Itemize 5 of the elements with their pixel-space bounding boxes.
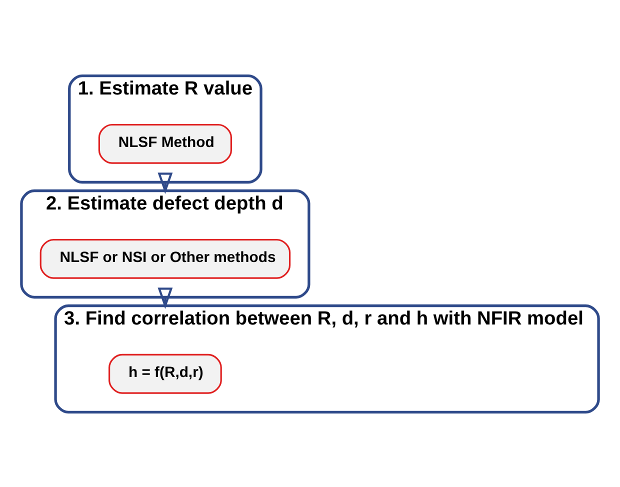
arrow — [158, 287, 173, 308]
arrow — [158, 172, 173, 194]
node-box: NLSF or NSI or Other methods — [40, 238, 291, 278]
node-box: h = f(R,d,r) — [108, 353, 222, 394]
node-box: NLSF Method — [98, 123, 232, 164]
